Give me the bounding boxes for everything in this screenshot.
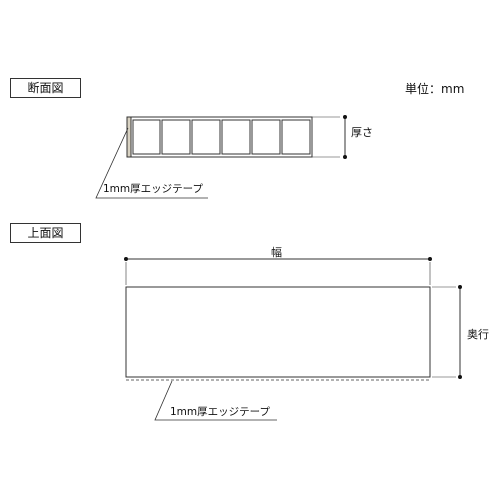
- top-view-drawing: [124, 257, 462, 421]
- dim-dot: [428, 257, 432, 261]
- thickness-label: 厚さ: [351, 126, 373, 139]
- depth-label: 奥行: [467, 328, 489, 341]
- panel-cell: [132, 119, 161, 155]
- dim-dot: [343, 115, 347, 119]
- dim-dot: [343, 155, 347, 159]
- panel-top-outline: [125, 286, 431, 378]
- panel-cell: [251, 119, 281, 155]
- edge-tape-callout-cross: 1mm厚エッジテープ: [103, 183, 204, 195]
- edge-tape-callout-top: 1mm厚エッジテープ: [170, 406, 271, 418]
- panel-cell: [191, 119, 221, 155]
- dim-dot: [124, 257, 128, 261]
- cross-section-label: 断面図: [10, 78, 81, 98]
- edge-tape-cross: [126, 116, 132, 158]
- dim-dot: [458, 375, 462, 379]
- edge-tape-leader-cross: [95, 127, 208, 199]
- width-label: 幅: [271, 246, 282, 259]
- dim-dot: [458, 285, 462, 289]
- cross-section-drawing: [95, 115, 347, 199]
- top-view-label: 上面図: [10, 223, 81, 243]
- panel-cell: [221, 119, 251, 155]
- panel-cell: [281, 119, 311, 155]
- unit-label: 単位：mm: [405, 82, 465, 96]
- panel-cell: [161, 119, 191, 155]
- edge-tape-leader-top: [154, 380, 277, 421]
